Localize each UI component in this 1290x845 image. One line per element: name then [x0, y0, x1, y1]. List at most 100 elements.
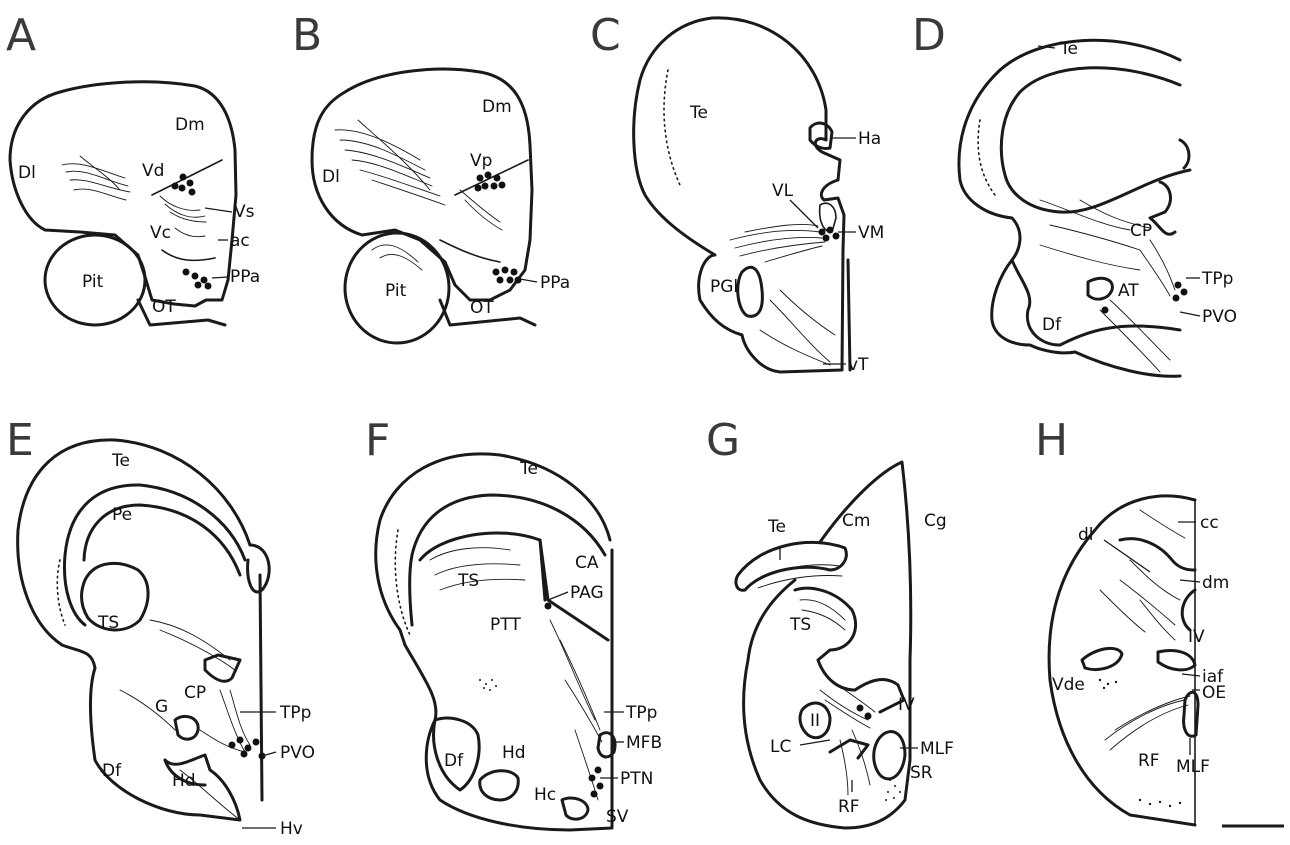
panel-d-ventricle — [1150, 182, 1175, 234]
panel-h-dl-leader — [1104, 540, 1150, 572]
panel-d-label-df: Df — [1042, 315, 1062, 335]
panel-g-label-cg: Cg — [924, 511, 947, 531]
panel-c-label-vm: VM — [858, 223, 884, 243]
panel-d-label-te: Te — [1059, 39, 1078, 59]
panel-c-label-te: Te — [689, 103, 708, 123]
panel-a-vs-leader — [205, 208, 232, 212]
panel-f-label-ptn: PTN — [620, 769, 653, 789]
panel-a-label-vc: Vc — [150, 223, 171, 243]
panel-h-label-rf: RF — [1138, 751, 1160, 771]
panel-g-label-cm: Cm — [842, 511, 870, 531]
panel-d-label-tpp: TPp — [1201, 269, 1233, 289]
panel-b-label-ot: OT — [470, 298, 494, 318]
panel-g-label-sr: SR — [910, 763, 933, 783]
panel-c-habenula — [810, 123, 832, 148]
panel-h-iv-bottom — [1158, 651, 1195, 670]
panel-f-label-hc: Hc — [534, 785, 556, 805]
panel-h-iaf-leader — [1182, 674, 1200, 676]
panel-d-label-at: AT — [1118, 281, 1139, 301]
panel-g-mlf — [874, 732, 905, 779]
panel-f-label-hd: Hd — [502, 743, 526, 763]
panel-e-tectum-outer — [18, 440, 250, 668]
panel-h-label-mlf: MLF — [1176, 757, 1210, 777]
panel-g-speckles — [885, 779, 901, 801]
panel-c: C Te Ha VL VM PGl vT — [590, 10, 884, 375]
panel-a: A Dm Dl Vd Vs V — [6, 10, 260, 325]
panel-b-label-dl: Dl — [322, 167, 340, 187]
panel-b-label-dm: Dm — [482, 97, 512, 117]
panel-d-edge — [1180, 140, 1189, 168]
panel-g-label-iv: IV — [898, 695, 915, 715]
panel-c-tectal-layer — [664, 70, 680, 185]
panel-d-tectal-layer — [978, 120, 995, 195]
panel-e-g — [175, 716, 198, 739]
panel-letter-e: E — [6, 415, 34, 466]
panel-f-label-tpp: TPp — [625, 703, 657, 723]
panel-a-label-ot: OT — [152, 297, 176, 317]
panel-a-label-dl: Dl — [18, 163, 36, 183]
panel-d-label-pvo: PVO — [1202, 307, 1237, 327]
panel-b: B Dm Dl Vp — [292, 10, 570, 343]
panel-f-tectal-layer — [395, 530, 410, 635]
panel-d-tectum-inner — [1001, 68, 1190, 212]
panel-letter-d: D — [912, 10, 946, 61]
panel-e-edge-lobe — [248, 545, 270, 592]
panel-e-label-cp: CP — [184, 683, 206, 703]
panel-d: D Te CP TPp AT Df PVO — [912, 10, 1237, 376]
panel-e-label-hd: Hd — [172, 771, 196, 791]
panel-letter-f: F — [365, 415, 390, 466]
panel-e-label-pe: Pe — [112, 505, 132, 525]
panel-h-mlf — [1184, 692, 1198, 736]
panel-letter-h: H — [1035, 415, 1068, 466]
panel-g-lc-leader — [800, 740, 830, 745]
panel-d-at — [1088, 278, 1112, 299]
panel-f-pag-leader — [548, 592, 568, 600]
panel-h-dm-leader — [1180, 580, 1200, 582]
panel-e: E Te Pe TS CP G — [6, 415, 315, 839]
panel-e-label-df: Df — [102, 761, 122, 781]
panel-h-label-cc: cc — [1200, 513, 1219, 533]
panel-e-label-te: Te — [111, 451, 130, 471]
panel-letter-g: G — [706, 415, 740, 466]
panel-c-label-pgl: PGl — [710, 277, 738, 297]
panel-a-fiber-cluster — [62, 156, 206, 237]
panel-h-hindbrain-outline — [1049, 496, 1195, 825]
panel-e-midline — [260, 575, 262, 800]
panel-b-label-ppa: PPa — [540, 273, 570, 293]
panel-f-label-mfb: MFB — [626, 733, 662, 753]
panel-letter-c: C — [590, 10, 621, 61]
panel-h-vde — [1082, 648, 1122, 669]
panel-f-label-ca: CA — [575, 553, 599, 573]
panel-a-label-ac: ac — [230, 231, 250, 251]
panel-h-speckles — [1099, 679, 1181, 807]
panel-h-iv-top — [1182, 590, 1195, 630]
panel-h-label-iv: IV — [1188, 627, 1205, 647]
panel-g-label-ii: II — [810, 711, 820, 731]
panel-h-label-dl: dl — [1078, 525, 1094, 545]
panel-f-hc — [562, 798, 588, 819]
panel-a-ppa-leader — [212, 277, 228, 278]
panel-c-labeled-cells — [819, 227, 840, 242]
panel-e-label-tpp: TPp — [279, 703, 311, 723]
panel-f-speckles — [479, 679, 497, 691]
panel-f-hd — [480, 771, 519, 800]
panel-g-label-mlf: MLF — [920, 739, 954, 759]
panel-c-label-vl: VL — [772, 181, 794, 201]
panel-c-pgl — [738, 267, 763, 316]
panel-a-ppa-boundary — [162, 250, 215, 260]
panel-g-label-ts: TS — [789, 615, 811, 635]
panel-a-label-dm: Dm — [175, 115, 205, 135]
panel-c-midline — [848, 260, 850, 370]
panel-e-cp — [205, 655, 240, 681]
panel-c-label-ha: Ha — [858, 129, 881, 149]
panel-h-cc-boundary — [1120, 539, 1195, 570]
panel-b-ppa-boundary — [440, 240, 500, 262]
panel-f-label-ts: TS — [457, 571, 479, 591]
panel-f-label-te: Te — [519, 459, 538, 479]
panel-letter-a: A — [6, 10, 36, 61]
panel-g-ts — [795, 588, 856, 690]
panel-e-diencephalon-outline — [90, 668, 240, 820]
panel-f-label-df: Df — [444, 751, 464, 771]
panel-b-ppa-leader — [520, 279, 537, 282]
